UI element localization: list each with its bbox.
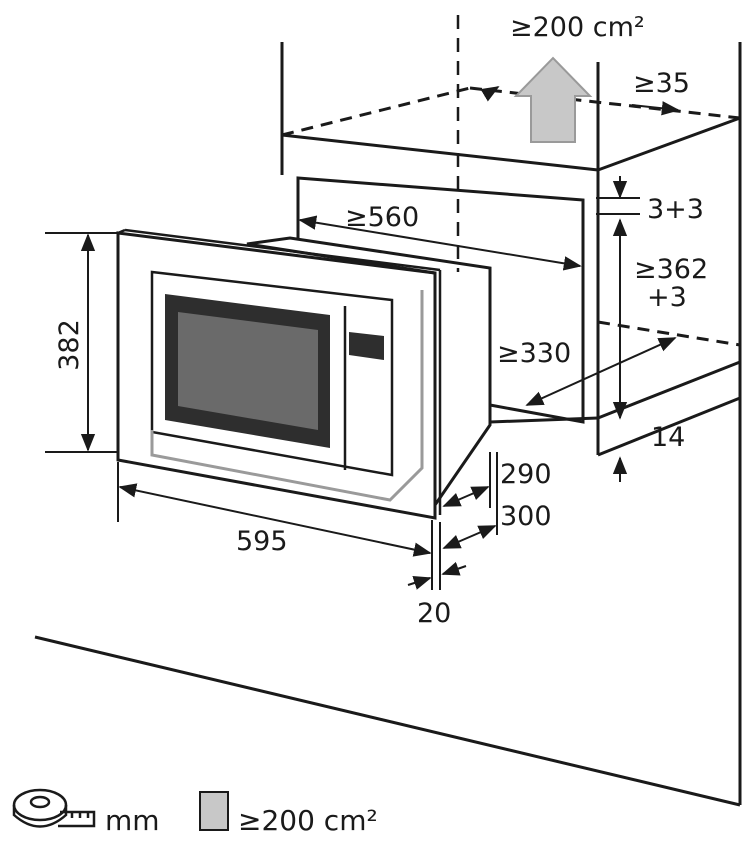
niche-width-label: ≥560 — [345, 202, 419, 233]
bottom-gap-label: 14 — [651, 422, 685, 453]
ventilation-arrow-icon — [513, 56, 593, 143]
vent-swatch-icon — [199, 791, 229, 831]
tape-measure-icon — [12, 788, 96, 828]
microwave-appliance — [116, 228, 492, 520]
legend-unit-label: mm — [105, 804, 160, 837]
niche-height-label-2: +3 — [647, 282, 687, 313]
depth-290-label: 290 — [500, 459, 552, 490]
legend-vent-label: ≥200 cm² — [238, 804, 378, 837]
niche-top-panel — [281, 86, 741, 172]
floor-line — [34, 635, 741, 807]
gap-top-label: 3+3 — [647, 194, 704, 225]
niche-depth-label: ≥330 — [497, 338, 571, 369]
dimension-lines — [45, 86, 680, 590]
ventilation-top-label: ≥200 cm² — [510, 12, 645, 43]
niche-shelf — [489, 320, 741, 457]
niche-height-label-1: ≥362 — [634, 254, 708, 285]
niche-opening — [296, 176, 585, 424]
legend: mm ≥200 cm² — [12, 788, 378, 837]
appliance-width-label: 595 — [236, 526, 288, 557]
appliance-height-label: 382 — [54, 319, 85, 371]
front-thickness-label: 20 — [417, 598, 451, 629]
depth-300-label: 300 — [500, 501, 552, 532]
top-gap-label: ≥35 — [633, 68, 690, 99]
oven-display — [349, 332, 384, 360]
